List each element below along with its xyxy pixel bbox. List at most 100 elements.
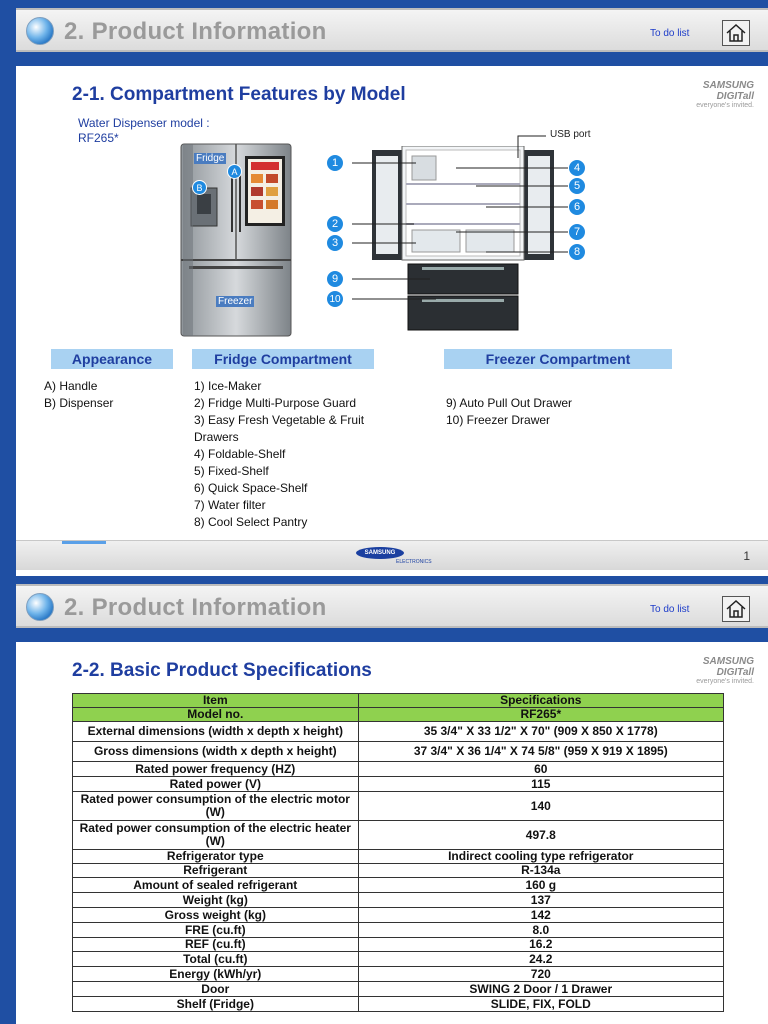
table-cell: Energy (kWh/yr) [72, 966, 359, 982]
header-bar: 2. Product Information To do list [16, 8, 768, 52]
table-cell: 60 [357, 761, 725, 777]
slide-2: 2. Product Information To do list SAMSUN… [0, 576, 768, 1024]
section-title: 2-2. Basic Product Specifications [72, 660, 372, 681]
header-orb-icon [26, 593, 54, 621]
list-item: 6) Quick Space-Shelf [194, 481, 308, 495]
fridge-list: 1) Ice-Maker 2) Fridge Multi-Purpose Gua… [194, 378, 364, 531]
section-title: 2-1. Compartment Features by Model [72, 84, 406, 105]
list-item: 1) Ice-Maker [194, 379, 262, 393]
table-header-row: Item Specifications [72, 693, 725, 708]
list-item: B) Dispenser [44, 396, 114, 410]
table-cell: Refrigerator type [72, 849, 359, 864]
table-row: Gross weight (kg)142 [72, 907, 725, 923]
list-item: 2) Fridge Multi-Purpose Guard [194, 396, 357, 410]
header-title: 2. Product Information [64, 18, 327, 45]
model-line-1: Water Dispenser model : [78, 116, 210, 130]
table-cell: Rated power consumption of the electric … [72, 791, 359, 821]
table-model-row: Model no. RF265* [72, 707, 725, 722]
table-cell: 497.8 [357, 820, 725, 850]
table-row: Shelf (Fridge)SLIDE, FIX, FOLD [72, 996, 725, 1012]
home-icon[interactable] [722, 596, 750, 622]
samsung-logo: SAMSUNG ELECTRONICS [356, 547, 434, 565]
header-title: 2. Product Information [64, 594, 327, 621]
table-cell: 37 3/4" X 36 1/4" X 74 5/8" (959 X 919 X… [357, 741, 725, 762]
table-cell: 160 g [357, 877, 725, 893]
table-row: Rated power (V)115 [72, 776, 725, 792]
table-cell: SLIDE, FIX, FOLD [357, 996, 725, 1012]
table-row: Energy (kWh/yr)720 [72, 966, 725, 982]
table-cell: REF (cu.ft) [72, 937, 359, 952]
list-item: 10) Freezer Drawer [446, 413, 551, 427]
table-row: Rated power consumption of the electric … [72, 820, 725, 850]
table-cell: 142 [357, 907, 725, 923]
table-cell: Rated power consumption of the electric … [72, 820, 359, 850]
slide-body: SAMSUNG DIGITall everyone's invited. 2-1… [16, 66, 768, 576]
home-icon[interactable] [722, 20, 750, 46]
callout-10: 10 [326, 290, 344, 308]
table-cell: 16.2 [357, 937, 725, 952]
callout-lines [352, 135, 568, 300]
table-header-cell: Specifications [357, 693, 725, 708]
callout-a: A [227, 164, 242, 179]
table-row: Gross dimensions (width x depth x height… [72, 741, 725, 762]
freezer-list: 9) Auto Pull Out Drawer 10) Freezer Draw… [446, 395, 572, 429]
callout-6: 6 [568, 198, 586, 216]
table-cell: 720 [357, 966, 725, 982]
list-item: 7) Water filter [194, 498, 266, 512]
samsung-digitall-logo: SAMSUNG DIGITall everyone's invited. [696, 80, 754, 109]
model-line-2: RF265* [78, 131, 119, 145]
list-item: 8) Cool Select Pantry [194, 515, 308, 529]
table-row: Rated power frequency (HZ)60 [72, 761, 725, 777]
table-cell: Total (cu.ft) [72, 951, 359, 967]
table-cell: 35 3/4" X 33 1/2" X 70" (909 X 850 X 177… [357, 721, 725, 742]
list-item: 5) Fixed-Shelf [194, 464, 269, 478]
appearance-header: Appearance [51, 349, 173, 369]
callout-7: 7 [568, 223, 586, 241]
table-header-cell: Item [72, 693, 359, 708]
usb-port-label: USB port [550, 129, 591, 140]
callout-b: B [192, 180, 207, 195]
table-cell: FRE (cu.ft) [72, 922, 359, 938]
fridge-label: Fridge [194, 153, 227, 164]
table-cell: Weight (kg) [72, 892, 359, 908]
list-item: Drawers [194, 430, 239, 444]
table-row: External dimensions (width x depth x hei… [72, 721, 725, 742]
slide-footer: SAMSUNG ELECTRONICS 1 [16, 540, 768, 570]
appearance-list: A) Handle B) Dispenser [44, 378, 113, 412]
table-cell: Amount of sealed refrigerant [72, 877, 359, 893]
table-cell: 24.2 [357, 951, 725, 967]
callout-8: 8 [568, 243, 586, 261]
header-orb-icon [26, 17, 54, 45]
header-bar: 2. Product Information To do list [16, 584, 768, 628]
table-cell: Rated power frequency (HZ) [72, 761, 359, 777]
list-item: 3) Easy Fresh Vegetable & Fruit [194, 413, 365, 427]
table-cell: Model no. [72, 707, 359, 722]
page-number: 1 [743, 549, 750, 563]
slide-body: SAMSUNG DIGITall everyone's invited. 2-2… [16, 642, 768, 1024]
todo-link[interactable]: To do list [650, 604, 690, 615]
callout-5: 5 [568, 177, 586, 195]
todo-link[interactable]: To do list [650, 28, 690, 39]
fridge-closed-image [179, 142, 293, 338]
table-row: Weight (kg)137 [72, 892, 725, 908]
table-cell: SWING 2 Door / 1 Drawer [357, 981, 725, 997]
slide-header: 2. Product Information To do list [0, 576, 768, 634]
table-cell: External dimensions (width x depth x hei… [72, 721, 359, 742]
samsung-digitall-logo: SAMSUNG DIGITall everyone's invited. [696, 656, 754, 685]
table-row: Rated power consumption of the electric … [72, 791, 725, 821]
table-cell: Gross weight (kg) [72, 907, 359, 923]
freezer-compartment-header: Freezer Compartment [444, 349, 672, 369]
table-cell: Door [72, 981, 359, 997]
table-cell: R-134a [357, 863, 725, 878]
footer-stripe [62, 541, 106, 544]
table-cell: 140 [357, 791, 725, 821]
table-cell: 8.0 [357, 922, 725, 938]
table-cell: Rated power (V) [72, 776, 359, 792]
spec-table: Item Specifications Model no. RF265* Ext… [72, 693, 725, 1012]
callout-4: 4 [568, 159, 586, 177]
list-item: 9) Auto Pull Out Drawer [446, 396, 573, 410]
